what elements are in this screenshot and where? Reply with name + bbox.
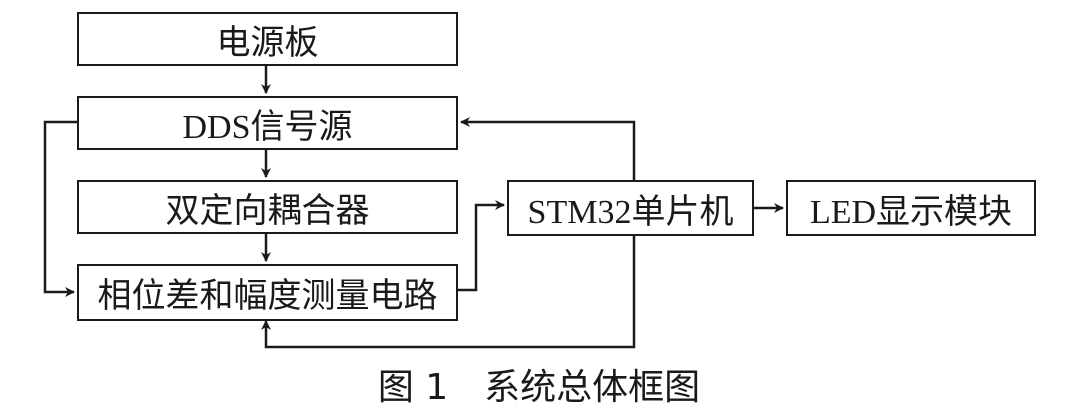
led-module-box: LED显示模块: [786, 180, 1036, 236]
led-module-label: LED显示模块: [809, 193, 1013, 231]
dds-source-box: DDS信号源: [77, 96, 458, 150]
edge-mcu-to-dds: [460, 117, 636, 180]
power-board-label: 电源板: [216, 24, 319, 62]
dds-source-label: DDS信号源: [182, 108, 353, 146]
figure-caption: 图 1 系统总体框图: [377, 367, 701, 408]
measure-circuit-label: 相位差和幅度测量电路: [97, 278, 438, 315]
edge-mcu-to-measure: [261, 236, 636, 349]
edge-measure-to-mcu: [458, 200, 505, 292]
coupler-label: 双定向耦合器: [165, 192, 370, 230]
mcu-box: STM32单片机: [507, 180, 754, 236]
mcu-label: STM32单片机: [527, 193, 734, 231]
power-board-box: 电源板: [77, 12, 458, 66]
edge-dds-to-measure-bypass: [43, 120, 77, 297]
measure-circuit-box: 相位差和幅度测量电路: [77, 264, 458, 321]
coupler-box: 双定向耦合器: [77, 180, 458, 234]
